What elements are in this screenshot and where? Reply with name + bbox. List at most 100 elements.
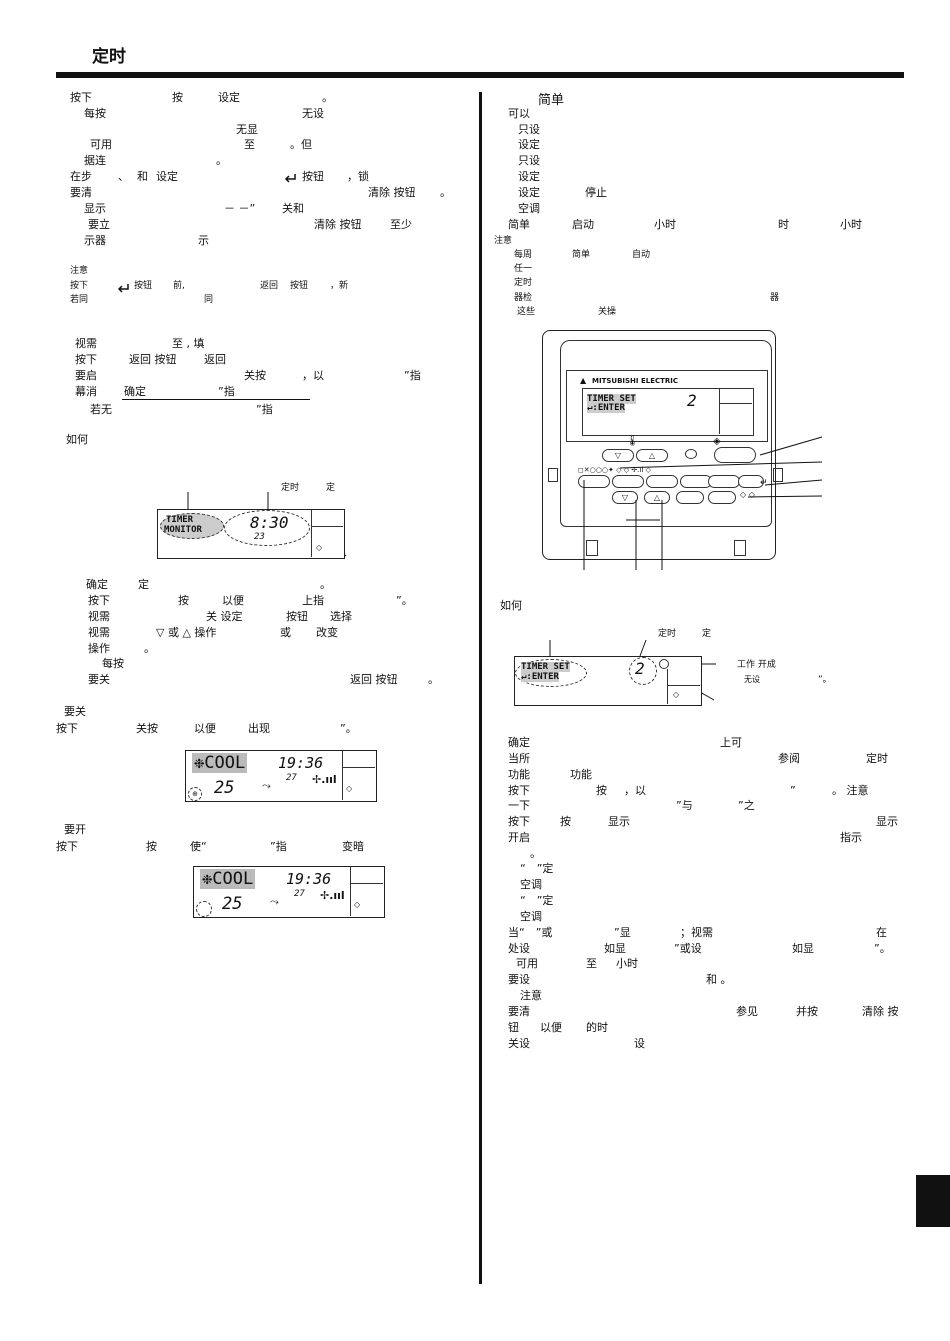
brand-logo-icon: ▲ <box>580 376 587 385</box>
remote-body <box>542 330 776 560</box>
off-heading: 要关 <box>64 705 86 718</box>
text-fragment: 要清 <box>70 186 92 199</box>
mode-button[interactable] <box>646 475 678 488</box>
lcd-label-monitor: MONITOR <box>164 525 202 535</box>
diagram-caption-b: 定 <box>326 483 336 493</box>
enter-arrow-icon: ↵ <box>760 478 768 488</box>
text-fragment: ”之 <box>738 799 755 812</box>
lcd-grid-h <box>350 883 383 884</box>
text-fragment: 按钮 <box>290 281 309 291</box>
text-fragment: 器 <box>770 293 780 303</box>
text-fragment: 关按 <box>244 369 266 382</box>
on-heading: 要开 <box>64 823 86 836</box>
louver-icon: ⤳ <box>262 779 271 792</box>
text-fragment: 只设 <box>518 154 540 167</box>
timer-set-oval <box>515 659 587 687</box>
text-fragment: 确定 <box>508 736 530 749</box>
diagram-caption-a: 定时 <box>281 483 300 493</box>
small-circle-icon <box>659 659 669 669</box>
text-fragment: 的时 <box>586 1021 608 1034</box>
text-fragment: 可用 <box>90 138 112 151</box>
lcd-grid-v <box>719 389 720 434</box>
right-heading: 简单 <box>538 93 565 108</box>
remote-lcd-enter: ↵:ENTER <box>587 403 625 413</box>
text-fragment: 每周 <box>514 250 533 260</box>
text-fragment: 、 <box>118 170 129 183</box>
test-button[interactable] <box>708 491 736 504</box>
lcd-grid-h <box>719 403 752 404</box>
text-fragment: 。但 <box>290 138 312 151</box>
text-fragment: 按钮 <box>134 281 153 291</box>
text-fragment: 设定 <box>156 170 178 183</box>
side-label-1: 工作 开成 <box>737 660 776 670</box>
text-fragment: 显示 <box>876 815 898 828</box>
text-fragment: 要清 <box>508 1005 530 1018</box>
text-fragment: 确定 <box>124 385 146 398</box>
remote-side-tab-right <box>773 468 783 482</box>
text-fragment: 若无 <box>90 403 112 416</box>
text-fragment: ▽ 或 △ 操作 <box>156 626 217 639</box>
text-fragment: ” <box>790 784 796 797</box>
text-fragment: 视需 <box>88 610 110 623</box>
text-fragment: 无显 <box>236 123 258 136</box>
text-fragment: 如显 <box>792 942 814 955</box>
text-fragment: ”。 <box>874 942 891 955</box>
timer-menu-button[interactable] <box>578 475 610 488</box>
text-fragment: 设定 <box>518 186 540 199</box>
text-fragment: 至 <box>586 957 597 970</box>
text-fragment: ，锁 <box>347 170 369 183</box>
text-fragment: 。 <box>322 91 333 104</box>
text-fragment: 自动 <box>632 250 651 260</box>
text-fragment: ”指 <box>404 369 421 382</box>
diagram-caption-b: 定 <box>702 629 712 639</box>
text-fragment: 返回 按钮 <box>350 673 398 686</box>
lcd-grid-v <box>342 751 343 800</box>
time-up-button[interactable]: △ <box>644 491 670 504</box>
lcd-label-timer: TIMER <box>166 515 194 525</box>
cool-clock: 19:36 <box>286 870 332 888</box>
text-fragment: ”指 <box>270 840 287 853</box>
remote-display-frame <box>566 370 768 442</box>
cool-temp: 25 <box>222 894 243 914</box>
time-oval <box>224 510 310 546</box>
lcd-time: 8:30 <box>250 513 289 532</box>
temp-up-button[interactable]: △ <box>636 449 668 462</box>
text-fragment: 空调 <box>520 878 542 891</box>
text-fragment: 和 <box>137 170 148 183</box>
text-fragment: 启动 <box>572 218 594 231</box>
fan-icon: ✢.ııl <box>312 773 337 786</box>
set-button[interactable] <box>738 475 764 488</box>
text-fragment: 。 <box>144 642 155 655</box>
text-fragment: 小时 <box>654 218 676 231</box>
timer-monitor-lcd: TIMER MONITOR 8:30 23 ◇ <box>157 509 345 559</box>
timer-on-off-button[interactable] <box>612 475 644 488</box>
text-fragment: ”或设 <box>674 942 702 955</box>
text-fragment: 幕消 <box>75 385 97 398</box>
check-button[interactable] <box>676 491 704 504</box>
how-heading-left: 如何 <box>66 433 88 446</box>
text-fragment: ，以 <box>624 784 646 797</box>
on-off-button[interactable] <box>714 447 756 463</box>
time-down-button[interactable]: ▽ <box>612 491 638 504</box>
text-fragment: 空调 <box>518 202 540 215</box>
temp-down-button[interactable]: ▽ <box>602 449 634 462</box>
text-fragment: 无设 <box>302 107 324 120</box>
diamond-icon: ◇ <box>354 900 361 909</box>
text-fragment: 示 <box>198 234 209 247</box>
remote-lcd: TIMER SET ↵:ENTER 2 <box>582 388 754 436</box>
text-fragment: ”指 <box>256 403 273 416</box>
header-rule <box>56 72 904 78</box>
text-fragment: 按下 <box>88 594 110 607</box>
text-fragment: 。 <box>216 154 227 167</box>
text-fragment: 注意 <box>494 236 513 246</box>
lcd-grid-h <box>667 685 700 686</box>
text-fragment: 任一 <box>514 264 533 274</box>
lcd-sub: 23 <box>254 532 265 542</box>
diamond-icon: ◇ <box>673 690 680 699</box>
text-fragment: 选择 <box>330 610 352 623</box>
lcd-grid-h <box>311 526 343 527</box>
cool-mode: ❉COOL <box>192 753 248 773</box>
text-fragment: 参阅 <box>778 752 800 765</box>
side-label-2: 无设 <box>744 675 760 684</box>
text-fragment: 按 <box>178 594 189 607</box>
